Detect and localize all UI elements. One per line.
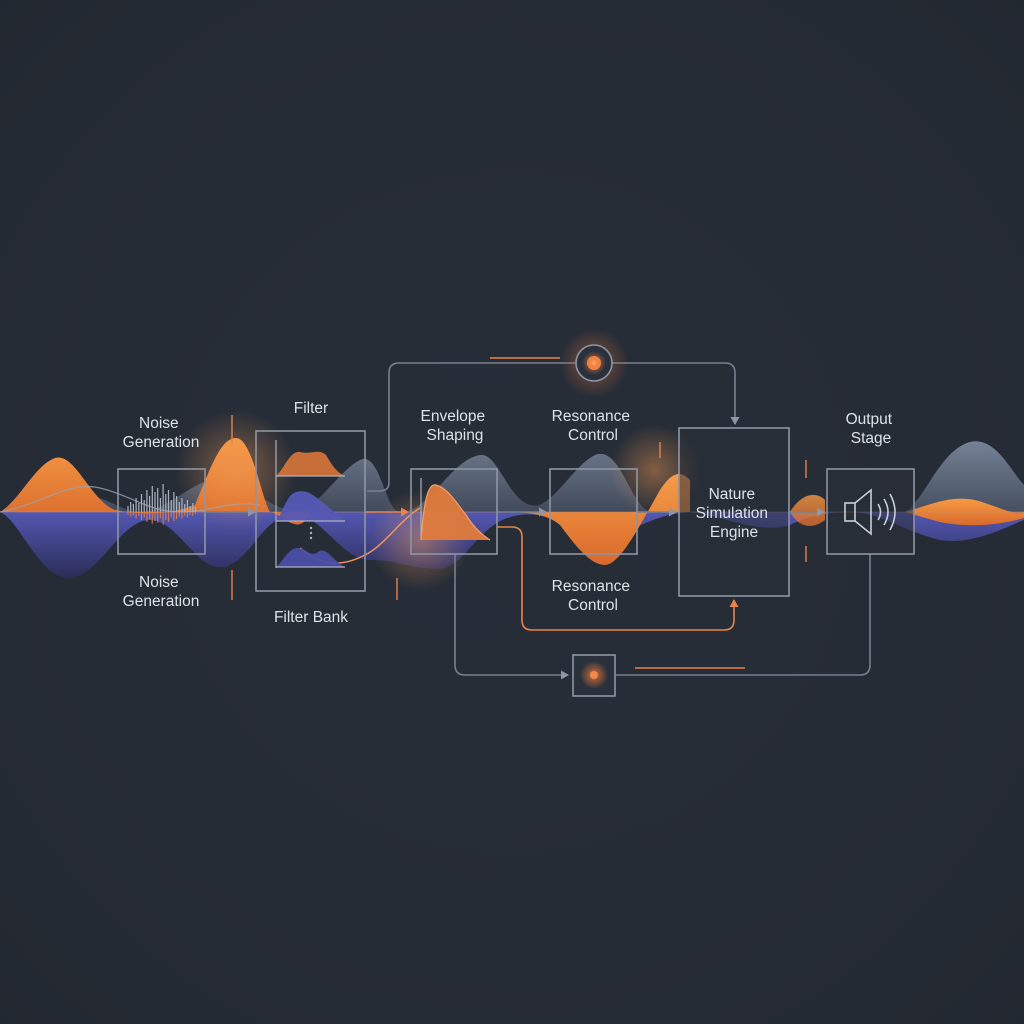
noise-spectrum-icon — [127, 484, 197, 525]
resonance-control-box — [549, 468, 638, 555]
block-output-stage — [826, 468, 915, 555]
speaker-icon — [844, 488, 896, 536]
resonance-control-top-label: Resonance Control — [552, 408, 635, 444]
filter-top-label: Filter — [294, 400, 328, 417]
resonance-to-engine-orange-path — [497, 526, 739, 631]
nature-simulation-engine-box — [678, 427, 790, 597]
envelope-shaping-top-label: Envelope Shaping — [421, 408, 490, 444]
resonance-control-bottom-label: Resonance Control — [552, 578, 635, 614]
filter-bank-box — [255, 430, 366, 592]
output-stage-box — [826, 468, 915, 555]
glowing-square-node-icon — [572, 654, 616, 697]
envelope-curve-icon — [420, 478, 491, 541]
waveform-orange-resonance — [500, 474, 690, 565]
block-nature-simulation-engine — [678, 427, 790, 597]
block-noise-generation — [117, 468, 206, 555]
nature-simulation-engine-label: Nature Simulation Engine — [696, 486, 773, 541]
noise-generation-box — [117, 468, 206, 555]
noise-generation-top-label: Noise Generation — [123, 415, 200, 451]
feedback-bottom-left-path — [454, 554, 569, 680]
feedback-bottom-right-path — [616, 554, 871, 676]
filter-bank-bottom-label: Filter Bank — [274, 609, 348, 626]
filter-response-icon — [275, 440, 345, 568]
waveform-slate-right — [905, 441, 1024, 512]
block-envelope-shaping — [410, 468, 498, 555]
waveform-orange-post-engine — [790, 494, 825, 526]
block-resonance-control — [549, 468, 638, 555]
envelope-shaping-box — [410, 468, 498, 555]
glowing-circle-node-icon — [560, 329, 628, 397]
output-stage-top-label: Output Stage — [846, 411, 897, 447]
feedback-top-path — [367, 362, 740, 492]
connectors — [205, 357, 871, 680]
noise-generation-bottom-label: Noise Generation — [123, 574, 200, 610]
block-filter — [255, 430, 366, 592]
